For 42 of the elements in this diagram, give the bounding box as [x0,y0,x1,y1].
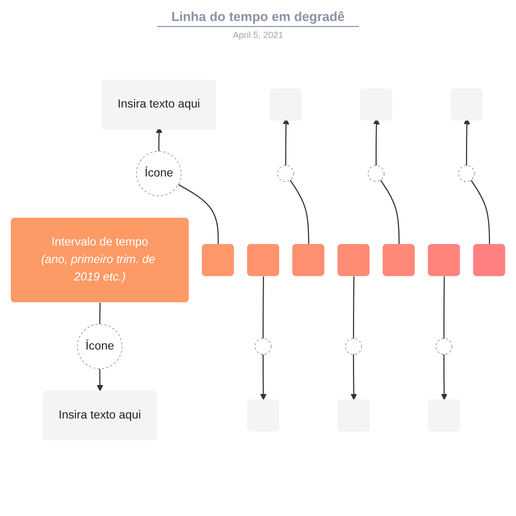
arrow [156,126,162,152]
arrow [440,354,448,400]
connector [290,180,310,244]
node-box [292,244,324,276]
node-box [247,244,280,276]
node-circle: Ícone [136,150,182,196]
arrow [373,118,380,166]
node-box: Insira texto aqui [102,80,216,130]
connector [178,184,219,244]
node-box [382,244,415,276]
date-label: April 5, 2021 [232,30,284,40]
node-box: Intervalo de tempo (ano, primeiro trim. de 2019 etc.) [10,218,189,302]
diagram-title: Linha do tempo em degradê [157,9,359,27]
arrow [260,354,267,400]
arrow [350,354,357,400]
node-box [473,244,506,276]
node-circle [254,338,272,355]
arrow [96,368,104,392]
connector [380,180,400,244]
node-circle [277,165,294,182]
node-box [450,88,483,121]
node-box [428,244,460,276]
node-box [337,399,370,432]
node-box [428,399,460,432]
node-box [202,244,234,276]
node-circle [345,338,362,355]
connector [470,180,490,244]
connector [352,276,354,338]
node-circle [436,338,452,355]
node-box [360,88,392,121]
node-circle [458,165,475,182]
connector [99,302,101,324]
node-box [247,399,280,432]
node-circle: Ícone [77,324,122,370]
node-box [270,88,302,121]
arrow [282,118,290,166]
node-circle [368,165,384,182]
node-box: Insira texto aqui [42,390,157,440]
arrow [464,118,470,166]
node-box [337,244,370,276]
connector [262,276,264,338]
connector [443,276,445,338]
